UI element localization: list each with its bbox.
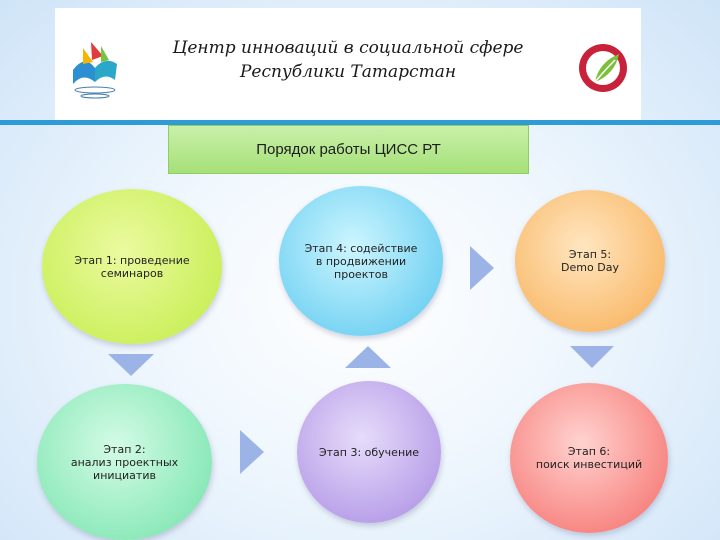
header-divider — [0, 120, 720, 125]
stage-4-circle: Этап 4: содействие в продвижении проекто… — [279, 186, 443, 336]
header-banner: Центр инноваций в социальной сфере Респу… — [55, 8, 641, 120]
stage-5-circle: Этап 5: Demo Day — [515, 190, 665, 332]
stage-2-circle: Этап 2: анализ проектных инициатив — [37, 384, 212, 540]
stage-3-circle: Этап 3: обучение — [297, 381, 441, 523]
section-title: Порядок работы ЦИСС РТ — [256, 141, 441, 158]
stage-4-label: Этап 4: содействие в продвижении проекто… — [304, 241, 418, 281]
arrow-down-5-to-6-icon — [570, 346, 614, 368]
stage-6-label: Этап 6: поиск инвестиций — [535, 445, 643, 471]
stage-6-circle: Этап 6: поиск инвестиций — [510, 383, 668, 533]
stage-5-label: Этап 5: Demo Day — [561, 248, 619, 274]
arrow-down-1-to-2-icon — [108, 354, 154, 376]
stage-1-circle: Этап 1: проведение семинаров — [42, 189, 222, 344]
section-title-box: Порядок работы ЦИСС РТ — [168, 125, 529, 174]
header-title: Центр инноваций в социальной сфере Респу… — [115, 36, 581, 84]
header-title-line1: Центр инноваций в социальной сфере — [172, 38, 524, 58]
arrow-right-2-to-3-icon — [240, 430, 264, 474]
stage-3-label: Этап 3: обучение — [318, 445, 420, 459]
arrow-right-4-to-5-icon — [470, 246, 494, 290]
stage-2-label: Этап 2: анализ проектных инициатив — [70, 442, 179, 482]
header-title-line2: Республики Татарстан — [239, 62, 457, 82]
arrow-up-3-to-4-icon — [345, 346, 391, 368]
stage-1-label: Этап 1: проведение семинаров — [74, 253, 190, 280]
book-logo-icon — [73, 42, 117, 99]
leaf-logo-icon — [579, 44, 627, 92]
